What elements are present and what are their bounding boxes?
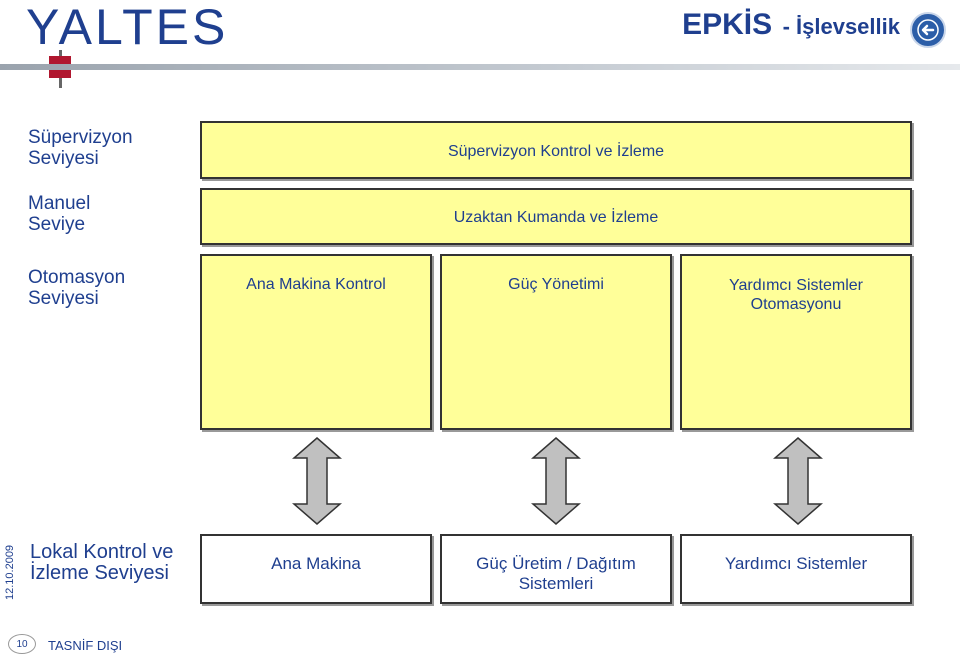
box-remote-command-label: Uzaktan Kumanda ve İzleme xyxy=(453,209,659,226)
title-main: EPKİS xyxy=(682,8,773,41)
box-supervision-control-label: Süpervizyon Kontrol ve İzleme xyxy=(447,143,665,160)
box-supervision-control: Süpervizyon Kontrol ve İzleme xyxy=(200,121,912,179)
double-arrow-power xyxy=(531,437,581,525)
box-aux-systems: Yardımcı Sistemler xyxy=(680,534,912,604)
back-button[interactable] xyxy=(910,12,946,48)
yaltes-logo: YALTES xyxy=(14,0,225,92)
box-power-management: Güç Yönetimi xyxy=(440,254,672,430)
slide-date: 12.10.2009 xyxy=(4,544,16,600)
header-divider xyxy=(0,64,960,70)
title-sub: - İşlevsellik xyxy=(782,14,900,39)
classification-label: TASNİF DIŞI xyxy=(48,638,123,653)
logo-text: YALTES xyxy=(26,0,229,55)
box-aux-systems-label: Yardımcı Sistemler xyxy=(724,554,868,573)
box-aux-systems-automation-label: Yardımcı Sistemler Otomasyonu xyxy=(729,277,863,313)
box-main-machine-control-label: Ana Makina Kontrol xyxy=(246,276,386,293)
double-arrow-main-machine xyxy=(292,437,342,525)
level-local: Lokal Kontrol ve İzleme Seviyesi xyxy=(30,541,174,584)
level-automation: Otomasyon Seviyesi xyxy=(28,267,126,309)
box-main-machine-control: Ana Makina Kontrol xyxy=(200,254,432,430)
double-arrow-aux xyxy=(773,437,823,525)
box-main-machine: Ana Makina xyxy=(200,534,432,604)
level-supervision: Süpervizyon Seviyesi xyxy=(28,127,133,169)
box-power-management-label: Güç Yönetimi xyxy=(508,276,604,293)
box-aux-systems-automation: Yardımcı Sistemler Otomasyonu xyxy=(680,254,912,430)
box-power-generation-label: Güç Üretim / Dağıtım Sistemleri xyxy=(476,554,636,593)
box-main-machine-label: Ana Makina xyxy=(271,554,361,573)
box-power-generation: Güç Üretim / Dağıtım Sistemleri xyxy=(440,534,672,604)
level-manual: Manuel Seviye xyxy=(28,193,91,235)
box-remote-command: Uzaktan Kumanda ve İzleme xyxy=(200,188,912,245)
back-arrow-icon xyxy=(917,19,939,41)
page-title: EPKİS - İşlevsellik xyxy=(682,8,900,42)
page-number: 10 xyxy=(8,634,36,654)
